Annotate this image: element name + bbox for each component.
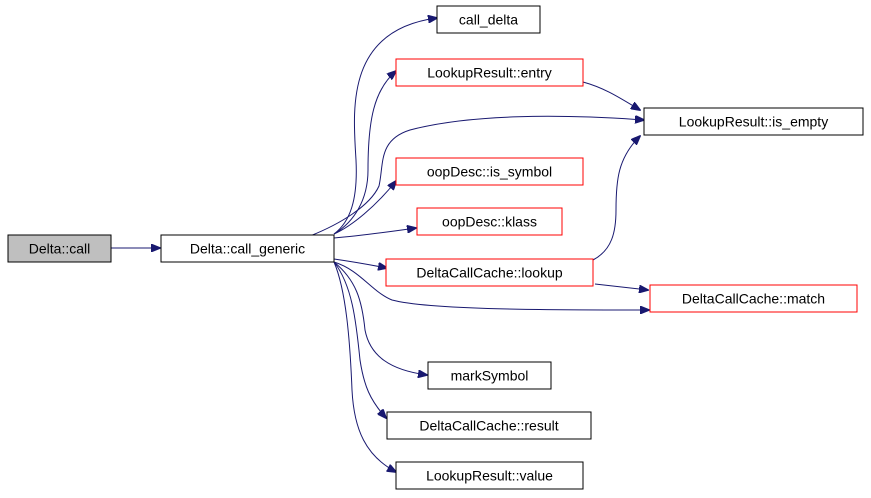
node-delta-call-cache-result[interactable]: DeltaCallCache::result [386, 411, 592, 440]
node-delta-call-cache-lookup-label: DeltaCallCache::lookup [416, 265, 563, 281]
edge-dcc-lookup-to-lr-is-empty [592, 136, 640, 261]
node-call-generic[interactable]: Delta::call_generic [160, 234, 335, 263]
node-oopdesc-klass-box [416, 207, 563, 236]
node-mark-symbol-box [427, 361, 552, 390]
nodes-layer: Delta::call Delta::call_generic call_del… [7, 5, 864, 490]
edge-call-generic-to-lr-value [333, 261, 396, 472]
node-call-generic-label: Delta::call_generic [190, 241, 305, 257]
node-delta-call-label: Delta::call [29, 241, 90, 257]
node-call-generic-box [160, 234, 335, 263]
node-oopdesc-klass-label: oopDesc::klass [442, 214, 537, 230]
edge-call-generic-to-klass [333, 228, 416, 239]
node-call-delta-box [436, 5, 541, 34]
node-call-delta[interactable]: call_delta [436, 5, 541, 34]
node-delta-call-cache-match-box [649, 284, 858, 313]
edge-call-generic-to-lr-entry [333, 71, 396, 235]
node-mark-symbol-label: markSymbol [451, 368, 529, 384]
node-delta-call-box [7, 234, 112, 263]
node-delta-call-cache-lookup-box [385, 258, 594, 287]
node-oopdesc-klass[interactable]: oopDesc::klass [416, 207, 563, 236]
node-call-delta-label: call_delta [459, 12, 518, 28]
node-lookup-result-is-empty-box [643, 107, 864, 136]
node-lookup-result-value-box [395, 461, 584, 490]
edge-call-generic-to-lr-is-empty [309, 116, 644, 237]
node-delta-call-cache-result-label: DeltaCallCache::result [419, 418, 558, 434]
node-delta-call-cache-lookup[interactable]: DeltaCallCache::lookup [385, 258, 594, 287]
node-delta-call-cache-match[interactable]: DeltaCallCache::match [649, 284, 858, 313]
node-delta-call-cache-result-box [386, 411, 592, 440]
node-oopdesc-is-symbol-box [395, 157, 584, 186]
edges-layer [111, 18, 649, 472]
node-delta-call-cache-match-label: DeltaCallCache::match [682, 291, 825, 307]
node-lookup-result-value[interactable]: LookupResult::value [395, 461, 584, 490]
node-delta-call[interactable]: Delta::call [7, 234, 112, 263]
node-lookup-result-is-empty[interactable]: LookupResult::is_empty [643, 107, 864, 136]
edge-lr-entry-to-lr-is-empty [582, 81, 640, 110]
edge-dcc-lookup-to-dcc-match [594, 283, 648, 290]
node-oopdesc-is-symbol[interactable]: oopDesc::is_symbol [395, 157, 584, 186]
node-lookup-result-entry-label: LookupResult::entry [427, 65, 552, 81]
edge-call-generic-to-dcc-match [333, 261, 649, 310]
node-lookup-result-entry-box [395, 58, 584, 87]
node-lookup-result-value-label: LookupResult::value [426, 468, 553, 484]
edge-call-generic-to-dcc-lookup [333, 258, 387, 268]
edge-call-generic-to-call-delta [333, 18, 437, 235]
node-mark-symbol[interactable]: markSymbol [427, 361, 552, 390]
edge-call-generic-to-is-symbol [333, 181, 396, 235]
edge-call-generic-to-dcc-result [333, 261, 386, 418]
node-lookup-result-is-empty-label: LookupResult::is_empty [679, 114, 828, 130]
node-oopdesc-is-symbol-label: oopDesc::is_symbol [427, 164, 552, 180]
edge-call-generic-to-mark-symbol [333, 261, 427, 375]
node-lookup-result-entry[interactable]: LookupResult::entry [395, 58, 584, 87]
